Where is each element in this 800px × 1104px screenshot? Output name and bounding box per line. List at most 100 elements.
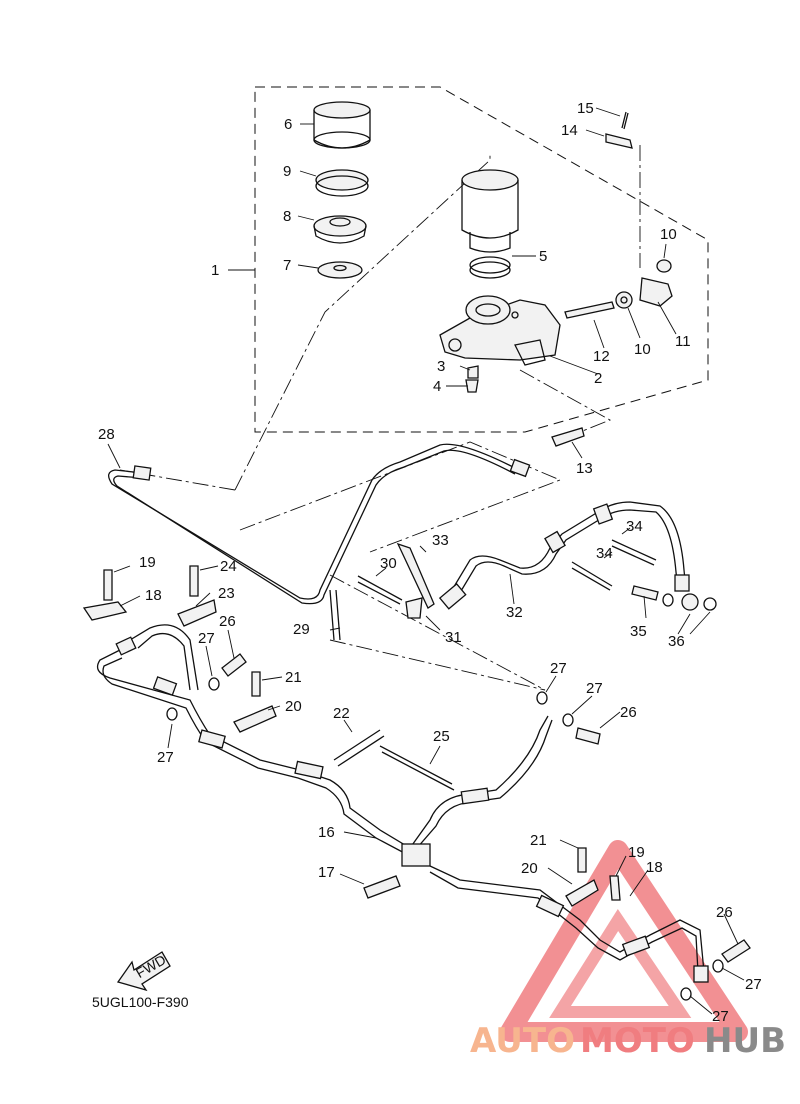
push-rod — [564, 301, 615, 319]
banjo-bolt-13 — [551, 427, 585, 447]
diaphragm-plate — [315, 169, 369, 197]
callout-36: 36 — [668, 633, 685, 650]
callout-27f: 27 — [712, 1008, 729, 1025]
callout-34b: 34 — [596, 545, 613, 562]
lead-lines — [107, 107, 745, 1015]
callout-11: 11 — [675, 333, 691, 350]
hose-clamp — [469, 256, 511, 279]
callout-10b: 10 — [634, 341, 651, 358]
brand-wordmark: AUTO MOTO HUB — [470, 1021, 786, 1061]
cable-tie-34b — [571, 561, 613, 591]
callout-1: 1 — [211, 262, 219, 279]
fwd-arrow: FWD — [116, 951, 171, 992]
callout-10a: 10 — [660, 226, 677, 243]
reservoir-cap — [313, 101, 371, 149]
callout-30: 30 — [380, 555, 397, 572]
callout-5: 5 — [539, 248, 547, 265]
callout-16: 16 — [318, 824, 335, 841]
bolt-26c — [721, 939, 751, 963]
callout-labels: 1 2 3 4 5 6 7 8 9 10 10 11 12 13 14 15 1… — [98, 100, 762, 1025]
hose-fitting-d — [674, 574, 690, 592]
brand-hub: HUB — [704, 1021, 786, 1061]
diagram-code: 5UGL100-F390 — [92, 994, 189, 1010]
callout-19a: 19 — [139, 554, 156, 571]
cable-tie-34a — [611, 539, 657, 566]
bolt-19b — [609, 875, 621, 901]
bolt-21a — [251, 671, 261, 697]
bolt-26a — [221, 653, 247, 677]
float — [317, 261, 363, 279]
callout-27a: 27 — [198, 630, 215, 647]
pipe-nut-b — [509, 458, 531, 478]
hose-fitting-lower-f — [535, 894, 565, 918]
bolt-26b — [575, 727, 601, 745]
callout-17: 17 — [318, 864, 335, 881]
hose-fitting-lower-b — [152, 676, 178, 696]
callout-26a: 26 — [219, 613, 236, 630]
hose-fitting-lower-g — [621, 935, 651, 957]
callout-27d: 27 — [586, 680, 603, 697]
clevis — [639, 259, 673, 307]
cable-tie-25 — [379, 745, 455, 791]
callout-8: 8 — [283, 208, 291, 225]
callout-28: 28 — [98, 426, 115, 443]
bolt-17 — [363, 875, 401, 899]
clutch-hose-b — [457, 509, 679, 597]
diaphragm — [313, 215, 367, 244]
callout-27c: 27 — [550, 660, 567, 677]
callout-20b: 20 — [521, 860, 538, 877]
callout-35: 35 — [630, 623, 647, 640]
callout-27e: 27 — [745, 976, 762, 993]
cable-tie-22 — [333, 729, 385, 767]
callout-22: 22 — [333, 705, 350, 722]
bolt-19a — [103, 569, 113, 601]
pipe-nut-a — [132, 465, 152, 481]
clevis-pin — [605, 133, 633, 149]
callout-6: 6 — [284, 116, 292, 133]
boot-small — [465, 365, 479, 393]
banjo-bolt-35 — [631, 585, 659, 601]
brand-auto: AUTO — [470, 1021, 575, 1061]
hose-fitting-lower-h — [693, 965, 709, 983]
upper-loop-hose — [129, 624, 199, 691]
callout-4: 4 — [433, 378, 441, 395]
callout-32: 32 — [506, 604, 523, 621]
callout-21b: 21 — [530, 832, 547, 849]
callout-3: 3 — [437, 358, 445, 375]
cable-tie-29 — [329, 589, 341, 641]
clamp-20b — [565, 879, 599, 907]
banjo-washers — [662, 593, 717, 611]
bolt-33 — [396, 542, 435, 609]
callout-26b: 26 — [620, 704, 637, 721]
callout-21a: 21 — [285, 669, 302, 686]
callout-31: 31 — [445, 629, 462, 646]
main-brake-hose — [96, 649, 549, 849]
brake-pipe-upper-b — [113, 449, 516, 605]
master-cylinder — [439, 295, 561, 366]
hose-fitting-lower-a — [115, 636, 137, 656]
branch-hose — [429, 865, 705, 973]
assembly-outline — [254, 86, 709, 433]
hose-fitting-lower-c — [198, 729, 226, 749]
bolt-21b — [577, 847, 587, 873]
hose-fitting-c — [592, 503, 614, 525]
callout-9: 9 — [283, 163, 291, 180]
cable-tie-30 — [357, 575, 403, 605]
callout-15: 15 — [577, 100, 594, 117]
bolt-24 — [189, 565, 199, 597]
washers-27 — [166, 677, 724, 1001]
bracket-31 — [405, 597, 423, 619]
clamp-18a — [82, 601, 128, 621]
hose-fitting-a — [438, 583, 467, 610]
callout-13: 13 — [576, 460, 593, 477]
clutch-hose — [451, 501, 687, 591]
clamp-20a — [233, 705, 277, 733]
hose-fitting-b — [544, 530, 566, 554]
callout-19b: 19 — [628, 844, 645, 861]
callout-23: 23 — [218, 585, 235, 602]
brand-moto: MOTO — [580, 1021, 695, 1061]
callout-25: 25 — [433, 728, 450, 745]
callout-2: 2 — [594, 370, 602, 387]
nut — [615, 291, 633, 309]
